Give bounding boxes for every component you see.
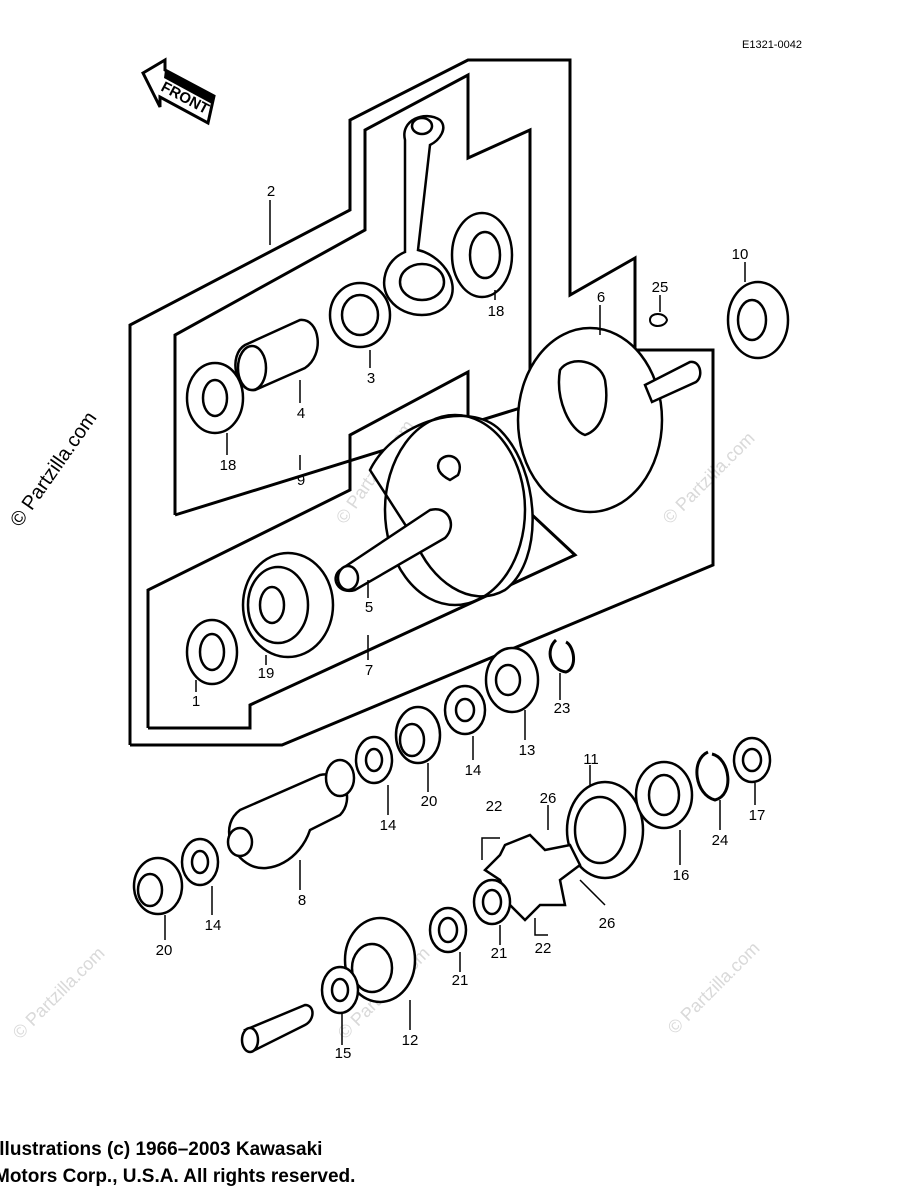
front-arrow: FRONT: [141, 57, 216, 126]
callout-18-upper: 18: [488, 303, 505, 320]
callout-3: 3: [367, 370, 375, 387]
callout-14-c: 14: [205, 917, 222, 934]
callout-21-b: 21: [452, 972, 469, 989]
circlip-24: [695, 750, 730, 802]
callout-23: 23: [554, 700, 571, 717]
callout-26-a: 26: [540, 790, 557, 807]
gear-13: [484, 646, 540, 714]
circlip-23: [548, 638, 575, 674]
assembly-boundary-outer: [128, 58, 715, 747]
gear-11: [565, 780, 645, 880]
watermark-3: © Partzilla.com: [9, 943, 109, 1043]
leader-lines: [164, 200, 756, 1045]
washer-15: [320, 965, 360, 1015]
callout-17: 17: [749, 807, 766, 824]
callout-21-a: 21: [491, 945, 508, 962]
callout-labels: 2 3 18 4 18 9 6 10 25 5 7 19 1 23 13 14 …: [156, 183, 766, 1062]
callout-10: 10: [732, 246, 749, 263]
washer-14-mid: [354, 735, 394, 785]
callout-2: 2: [267, 183, 275, 200]
watermark-2: © Partzilla.com: [659, 428, 759, 528]
thrust-washer-upper: [450, 211, 514, 299]
assembly-boundary-crank: [146, 369, 578, 730]
diagram-code: E1321-0042: [742, 39, 802, 51]
callout-8: 8: [298, 892, 306, 909]
callout-15: 15: [335, 1045, 352, 1062]
callout-6: 6: [597, 289, 605, 306]
needle-bearing-20-upper: [394, 705, 442, 765]
copyright-line-1: Illustrations (c) 1966–2003 Kawasaki: [0, 1139, 323, 1160]
needle-bearing-21-upper: [472, 878, 512, 926]
callout-5: 5: [365, 599, 373, 616]
callout-22-b: 22: [535, 940, 552, 957]
callout-25: 25: [652, 279, 669, 296]
needle-bearing: [328, 281, 392, 349]
shaft-8: [226, 758, 356, 870]
callout-11: 11: [583, 751, 599, 768]
callout-9: 9: [297, 472, 305, 489]
callout-14-b: 14: [380, 817, 397, 834]
crankshaft-right: [516, 326, 702, 514]
needle-bearing-20-lower: [132, 856, 184, 916]
callout-18-lower: 18: [220, 457, 237, 474]
washer-14-upper: [443, 684, 487, 736]
crank-pin: [234, 318, 319, 392]
callout-4: 4: [297, 405, 305, 422]
ball-bearing: [241, 551, 335, 659]
callout-22-a: 22: [486, 798, 503, 815]
callout-19: 19: [258, 665, 275, 682]
callout-20-a: 20: [421, 793, 438, 810]
callout-12: 12: [402, 1032, 419, 1049]
assembly-boundary-rod: [173, 72, 532, 517]
pin-shaft: [240, 1003, 314, 1054]
watermark-side: © Partzilla.com: [6, 408, 101, 531]
connecting-rod: [382, 114, 454, 317]
gear-10: [726, 280, 790, 360]
callout-1: 1: [192, 693, 200, 710]
gear-12: [343, 916, 417, 1004]
crankshaft-left: [334, 413, 534, 607]
washer-14-lower: [180, 837, 220, 887]
washer-17: [732, 736, 772, 784]
callout-7: 7: [365, 662, 373, 679]
gear-1: [185, 618, 239, 686]
callout-24: 24: [712, 832, 729, 849]
key-25: [648, 313, 669, 327]
copyright-footer: Illustrations (c) 1966–2003 Kawasaki Mot…: [0, 1136, 355, 1190]
watermark-5: © Partzilla.com: [664, 938, 764, 1038]
callout-26-b: 26: [599, 915, 616, 932]
copyright-line-2: Motors Corp., U.S.A. All rights reserved…: [0, 1166, 356, 1187]
callout-14-a: 14: [465, 762, 482, 779]
thrust-washer-lower: [185, 361, 245, 435]
washer-16: [634, 760, 694, 830]
callout-20-b: 20: [156, 942, 173, 959]
callout-13: 13: [519, 742, 536, 759]
callout-16: 16: [673, 867, 690, 884]
needle-bearing-21-lower: [428, 906, 468, 954]
